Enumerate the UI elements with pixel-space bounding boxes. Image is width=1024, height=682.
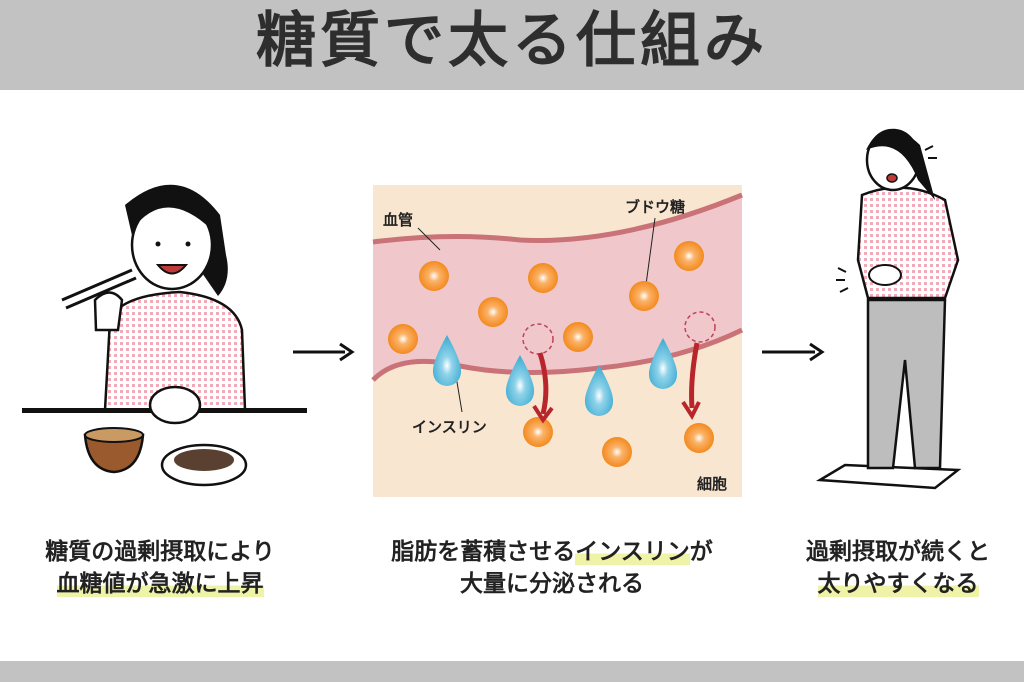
flow-arrow-2 bbox=[762, 342, 825, 362]
woman-eating-illustration bbox=[22, 184, 307, 487]
caption-3: 過剰摂取が続くと 太りやすくなる bbox=[728, 536, 1024, 600]
woman-on-scale-illustration bbox=[815, 128, 962, 490]
caption-1-line1: 糖質の過剰摂取により bbox=[45, 539, 275, 565]
caption-2-post: が bbox=[689, 539, 713, 565]
vessel-label: 血管 bbox=[383, 211, 414, 229]
insulin-label: インスリン bbox=[412, 418, 487, 436]
caption-1: 糖質の過剰摂取により 血糖値が急激に上昇 bbox=[0, 536, 330, 600]
caption-3-line2: 太りやすくなる bbox=[817, 571, 979, 597]
caption-1-line2: 血糖値が急激に上昇 bbox=[56, 571, 264, 597]
footer-bar bbox=[0, 661, 1024, 682]
caption-3-line1: 過剰摂取が続くと bbox=[806, 539, 990, 565]
caption-2-line2: 大量に分泌される bbox=[460, 571, 644, 597]
caption-2-pre: 脂肪を蓄積させる bbox=[391, 539, 576, 565]
cell-label: 細胞 bbox=[697, 475, 728, 493]
insulin-drops bbox=[432, 335, 678, 416]
page-title: 糖質で太る仕組み bbox=[256, 6, 768, 76]
uptake-arrows bbox=[532, 342, 701, 424]
flow-arrow-1 bbox=[293, 342, 355, 362]
blood-vessel-diagram bbox=[371, 185, 744, 497]
caption-2-highlight: インスリン bbox=[575, 539, 690, 565]
caption-2: 脂肪を蓄積させるインスリンが 大量に分泌される bbox=[382, 536, 722, 600]
glucose-molecules bbox=[388, 241, 714, 467]
title-bar: 糖質で太る仕組み bbox=[0, 0, 1024, 90]
glucose-label: ブドウ糖 bbox=[625, 198, 686, 216]
